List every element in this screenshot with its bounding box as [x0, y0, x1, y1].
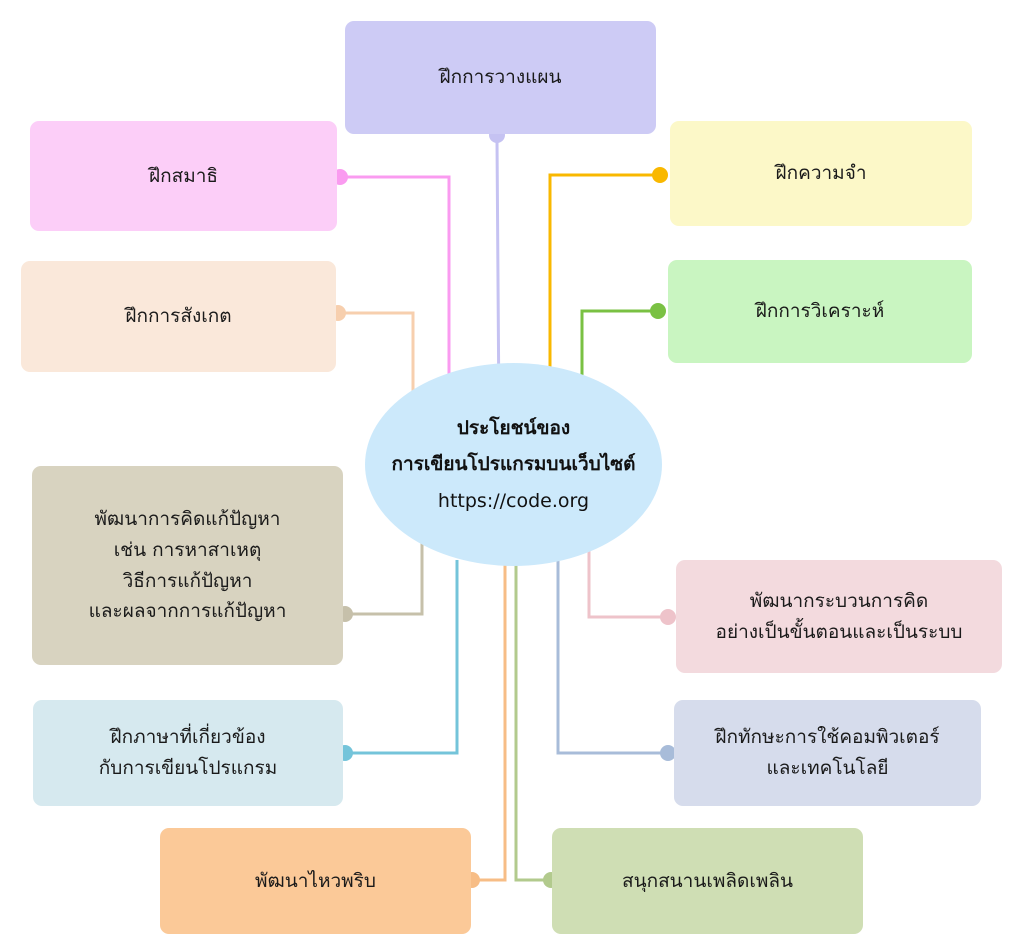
node-systematic-thinking-line-2: อย่างเป็นขั้นตอนและเป็นระบบ — [715, 620, 963, 643]
node-problem-solving-line-4: และผลจากการแก้ปัญหา — [88, 600, 287, 623]
center-node[interactable]: ประโยชน์ของ การเขียนโปรแกรมบนเว็บไซต์ ht… — [365, 363, 662, 566]
center-line-1: ประโยชน์ของ — [456, 417, 571, 440]
center-line-3: https://code.org — [437, 489, 590, 512]
center-line-2: การเขียนโปรแกรมบนเว็บไซต์ — [391, 453, 636, 476]
node-language[interactable]: ฝึกภาษาที่เกี่ยวข้อง กับการเขียนโปรแกรม — [33, 700, 343, 806]
node-observe[interactable]: ฝึกการสังเกต — [21, 261, 336, 372]
connector-language — [337, 560, 459, 761]
connector-problem-solving — [337, 530, 424, 622]
node-problem-solving[interactable]: พัฒนาการคิดแก้ปัญหา เช่น การหาสาเหตุ วิธ… — [32, 466, 343, 665]
node-computer-skill-line-2: และเทคโนโลยี — [766, 757, 889, 779]
node-analysis-label: ฝึกการวิเคราะห์ — [755, 300, 885, 323]
node-fun[interactable]: สนุกสนานเพลิดเพลิน — [552, 828, 863, 934]
node-systematic-thinking-line-1: พัฒนากระบวนการคิด — [749, 589, 929, 612]
connector-computer-skill — [556, 560, 676, 761]
node-memory-label: ฝึกความจำ — [775, 162, 867, 185]
node-analysis[interactable]: ฝึกการวิเคราะห์ — [668, 260, 972, 363]
node-fun-label: สนุกสนานเพลิดเพลิน — [622, 869, 793, 892]
node-agility[interactable]: พัฒนาไหวพริบ — [160, 828, 471, 934]
node-plan[interactable]: ฝึกการวางแผน — [345, 21, 656, 134]
node-observe-label: ฝึกการสังเกต — [125, 305, 232, 328]
node-plan-label: ฝึกการวางแผน — [439, 66, 562, 89]
node-focus[interactable]: ฝึกสมาธิ — [30, 121, 337, 231]
node-computer-skill-line-1: ฝึกทักษะการใช้คอมพิวเตอร์ — [715, 726, 940, 749]
node-language-line-1: ฝึกภาษาที่เกี่ยวข้อง — [110, 726, 266, 749]
node-problem-solving-line-2: เช่น การหาสาเหตุ — [113, 538, 262, 561]
node-systematic-thinking[interactable]: พัฒนากระบวนการคิด อย่างเป็นขั้นตอนและเป็… — [676, 560, 1002, 673]
node-agility-label: พัฒนาไหวพริบ — [255, 869, 376, 892]
node-problem-solving-line-1: พัฒนาการคิดแก้ปัญหา — [94, 507, 281, 530]
node-memory[interactable]: ฝึกความจำ — [670, 121, 972, 226]
node-focus-label: ฝึกสมาธิ — [148, 164, 219, 187]
node-computer-skill[interactable]: ฝึกทักษะการใช้คอมพิวเตอร์ และเทคโนโลยี — [674, 700, 981, 806]
node-problem-solving-line-3: วิธีการแก้ปัญหา — [122, 569, 253, 592]
node-language-line-2: กับการเขียนโปรแกรม — [98, 757, 278, 779]
